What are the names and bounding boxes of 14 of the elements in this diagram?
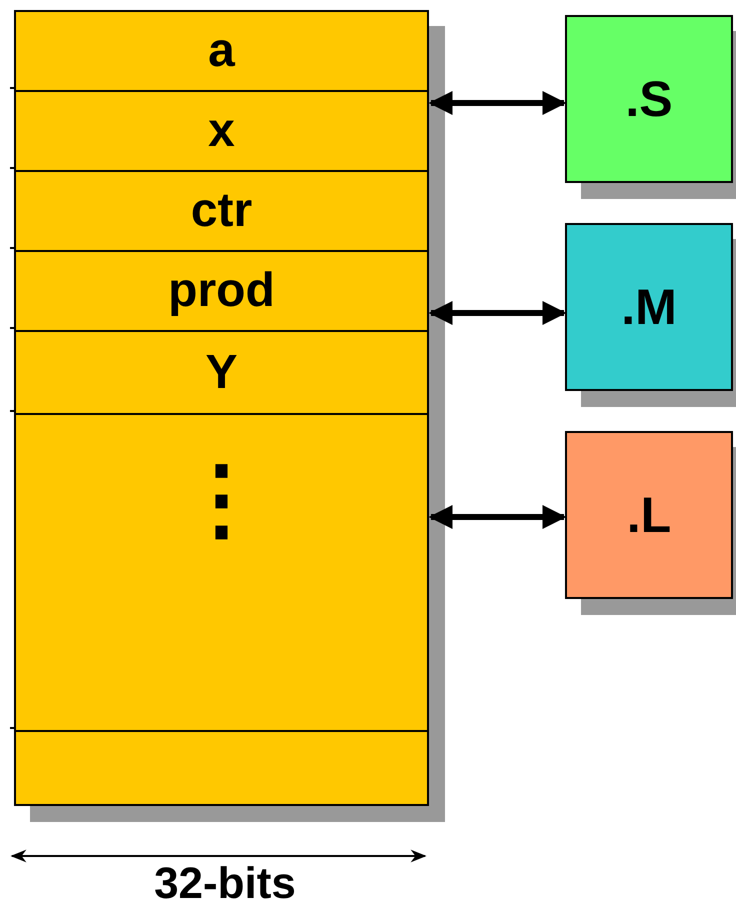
memory-row: prod: [16, 250, 427, 330]
memory-row: Y: [16, 330, 427, 413]
memory-block: [14, 10, 429, 806]
double-arrow: [428, 301, 566, 325]
double-arrow: [428, 505, 566, 529]
memory-row: a: [16, 12, 427, 90]
section-box: .L: [565, 431, 733, 599]
double-arrow: [428, 91, 566, 115]
section-box: .S: [565, 15, 733, 183]
memory-row: ctr: [16, 170, 427, 250]
dimension-label: 32-bits: [153, 862, 297, 906]
section-box: .M: [565, 223, 733, 391]
memory-row: ⋮: [16, 413, 427, 730]
memory-row: x: [16, 90, 427, 170]
